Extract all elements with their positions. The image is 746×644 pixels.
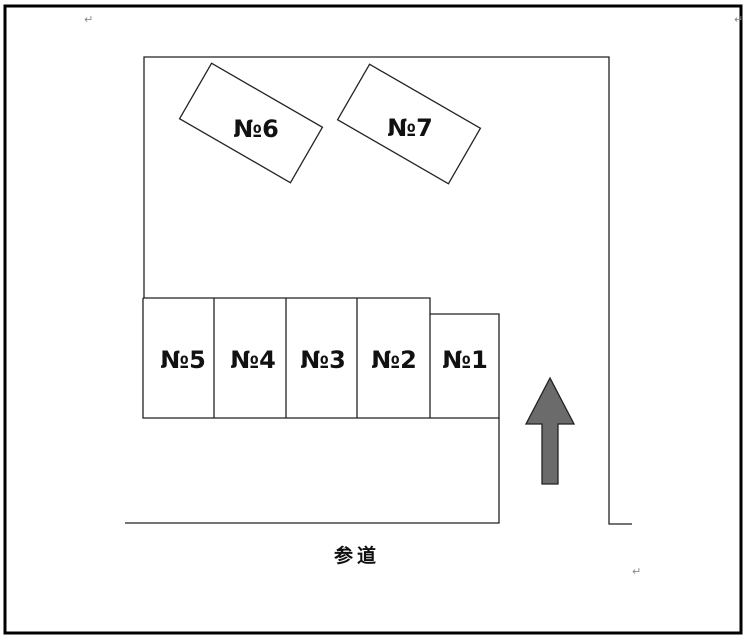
- paragraph-mark-bottom: ↵: [632, 565, 641, 578]
- slot-no6: [178, 62, 324, 184]
- slot-label-no4: №4: [230, 346, 276, 374]
- slot-label-no3: №3: [300, 346, 346, 374]
- slot-label-no5: №5: [160, 346, 206, 374]
- front-road-line: [125, 418, 500, 524]
- paragraph-mark-top-left: ↵: [84, 13, 93, 26]
- outer-frame: [3, 4, 743, 635]
- slot-label-no1: №1: [442, 346, 488, 374]
- paragraph-mark-top-right: ↵: [734, 13, 743, 26]
- slot-label-no2: №2: [371, 346, 417, 374]
- slot-label-no6: №6: [233, 115, 279, 143]
- up-arrow-icon: [524, 376, 576, 485]
- slot-label-no7: №7: [387, 114, 433, 142]
- parking-row-outline: [142, 297, 500, 419]
- slot-no7-outline: [336, 63, 482, 185]
- lot-boundary: [143, 56, 632, 525]
- road-label: 参道: [334, 544, 380, 567]
- slot-no6-outline: [178, 62, 324, 184]
- slot-no7: [336, 63, 482, 185]
